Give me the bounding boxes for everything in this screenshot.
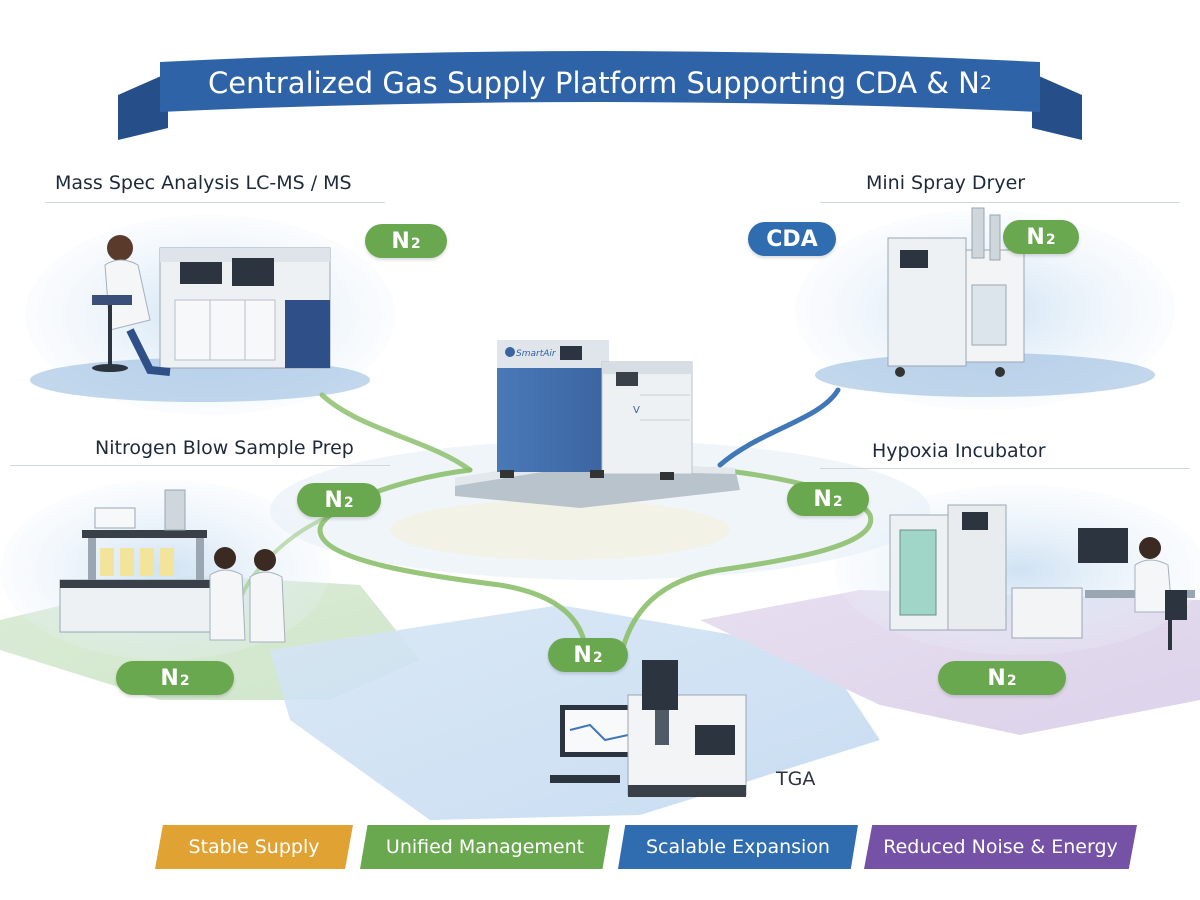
divider-nitrogen-blow bbox=[10, 465, 390, 466]
gas-generator-hub: V bbox=[455, 340, 740, 508]
label-hypoxia: Hypoxia Incubator bbox=[872, 440, 1046, 462]
lcms-instrument bbox=[159, 247, 331, 369]
nitrogen-blow-bench bbox=[59, 489, 211, 633]
spray-dryer-instrument bbox=[887, 207, 1025, 377]
tag-unified-management: Unified Management bbox=[360, 825, 610, 869]
nitrogen-blow-scientists bbox=[209, 547, 286, 643]
hypoxia-scientist bbox=[1134, 537, 1187, 650]
tga-instrument bbox=[550, 660, 747, 797]
hub-glow bbox=[390, 500, 730, 560]
title-banner: Centralized Gas Supply Platform Supporti… bbox=[165, 60, 1035, 106]
tag-stable-supply: Stable Supply bbox=[155, 825, 353, 869]
title-main: Centralized Gas Supply Platform Supporti… bbox=[208, 66, 980, 100]
label-lcms: Mass Spec Analysis LC-MS / MS bbox=[55, 172, 352, 194]
divider-hypoxia bbox=[820, 468, 1190, 469]
title-banner-shape bbox=[118, 51, 1082, 140]
line-to-lcms bbox=[319, 392, 473, 473]
label-spray-dryer: Mini Spray Dryer bbox=[866, 172, 1026, 194]
svg-text:V: V bbox=[633, 405, 640, 416]
generator-brand: SmartAir bbox=[516, 349, 556, 359]
label-nitrogen-blow: Nitrogen Blow Sample Prep bbox=[95, 437, 354, 459]
title-subscript: 2 bbox=[979, 72, 992, 94]
divider-lcms bbox=[45, 202, 385, 203]
divider-spray-dryer bbox=[820, 202, 1180, 203]
hypoxia-incubator-instrument bbox=[889, 504, 1195, 639]
tag-scalable-expansion: Scalable Expansion bbox=[618, 825, 858, 869]
badge-cda-dryer: CDA bbox=[748, 222, 836, 256]
line-to-dryer bbox=[717, 387, 841, 468]
label-tga: TGA bbox=[776, 768, 816, 790]
tag-reduced-noise-energy: Reduced Noise & Energy bbox=[864, 825, 1137, 869]
lcms-scientist bbox=[92, 235, 171, 376]
